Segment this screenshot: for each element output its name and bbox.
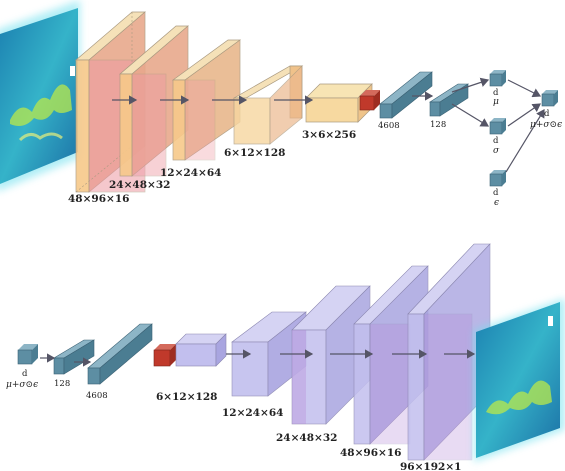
encoder-fc-128	[428, 83, 470, 117]
enc-label-l1: 48×96×16	[68, 193, 129, 205]
decoder-block-1	[175, 333, 227, 367]
sigma-d: d	[493, 136, 499, 146]
output-image	[474, 298, 565, 462]
sigma-cube	[489, 118, 506, 135]
z-symbol: μ+σ⊙ϵ	[530, 120, 562, 130]
mu-symbol: μ	[493, 97, 499, 107]
eps-d: d	[493, 188, 499, 198]
enc-label-l5: 3×6×256	[302, 129, 356, 141]
mu-cube	[489, 70, 506, 87]
dec-z-d: d	[22, 369, 28, 379]
encoder-arrows	[112, 77, 545, 173]
dec-z-symbol: μ+σ⊙ϵ	[6, 380, 38, 390]
z-cube	[541, 90, 558, 107]
dec-label-l2: 12×24×64	[222, 407, 283, 419]
decoder-arrows	[40, 349, 476, 367]
eps-symbol: ϵ	[494, 198, 499, 208]
input-image	[0, 0, 80, 191]
enc-label-fc1: 4608	[378, 121, 400, 131]
enc-label-l2: 24×48×32	[109, 179, 170, 191]
dec-red-block	[153, 344, 176, 367]
encoder-conv-block-4	[232, 65, 304, 145]
dec-z-cube	[17, 344, 38, 365]
dec-label-fc2: 4608	[86, 391, 108, 401]
dec-fc-128	[52, 339, 96, 375]
epsilon-cube	[489, 170, 506, 187]
dec-fc-4608	[87, 323, 153, 385]
dec-label-fc1: 128	[54, 379, 70, 389]
encoder-fc-4608	[379, 71, 433, 119]
enc-label-l3: 12×24×64	[160, 167, 221, 179]
dec-label-l5: 96×192×1	[400, 461, 461, 471]
mu-d: d	[493, 88, 499, 98]
dec-label-l3: 24×48×32	[276, 432, 337, 444]
encoder-pool-block	[359, 90, 380, 111]
enc-label-fc2: 128	[430, 120, 446, 130]
z-d: d	[544, 109, 550, 119]
dec-label-l1: 6×12×128	[156, 391, 217, 403]
enc-label-l4: 6×12×128	[224, 147, 285, 159]
sigma-symbol: σ	[493, 146, 500, 156]
dec-label-l4: 48×96×16	[340, 447, 401, 459]
